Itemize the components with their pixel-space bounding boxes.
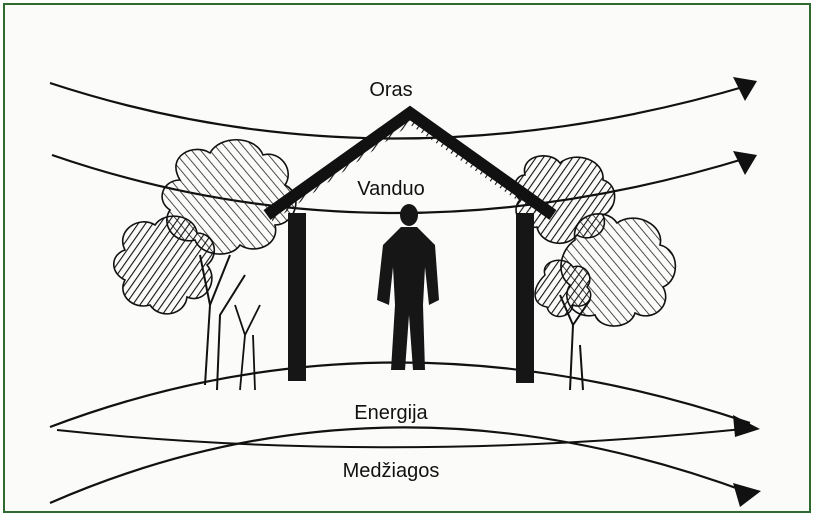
tree-sketch-icon	[114, 140, 296, 390]
water-label: Vanduo	[357, 178, 424, 200]
arrowhead-icon	[733, 415, 760, 437]
air-label: Oras	[369, 79, 412, 101]
arrowhead-icon	[733, 151, 757, 175]
tree-sketch-icon	[515, 156, 676, 390]
ecosystem-diagram: Oras Vanduo Energija Medžiagos	[5, 5, 811, 513]
arrowhead-icon	[733, 483, 761, 507]
materials-label: Medžiagos	[343, 460, 440, 482]
diagram-frame: Oras Vanduo Energija Medžiagos	[3, 3, 811, 513]
energy-label: Energija	[354, 402, 428, 424]
person-silhouette-icon	[377, 204, 439, 370]
